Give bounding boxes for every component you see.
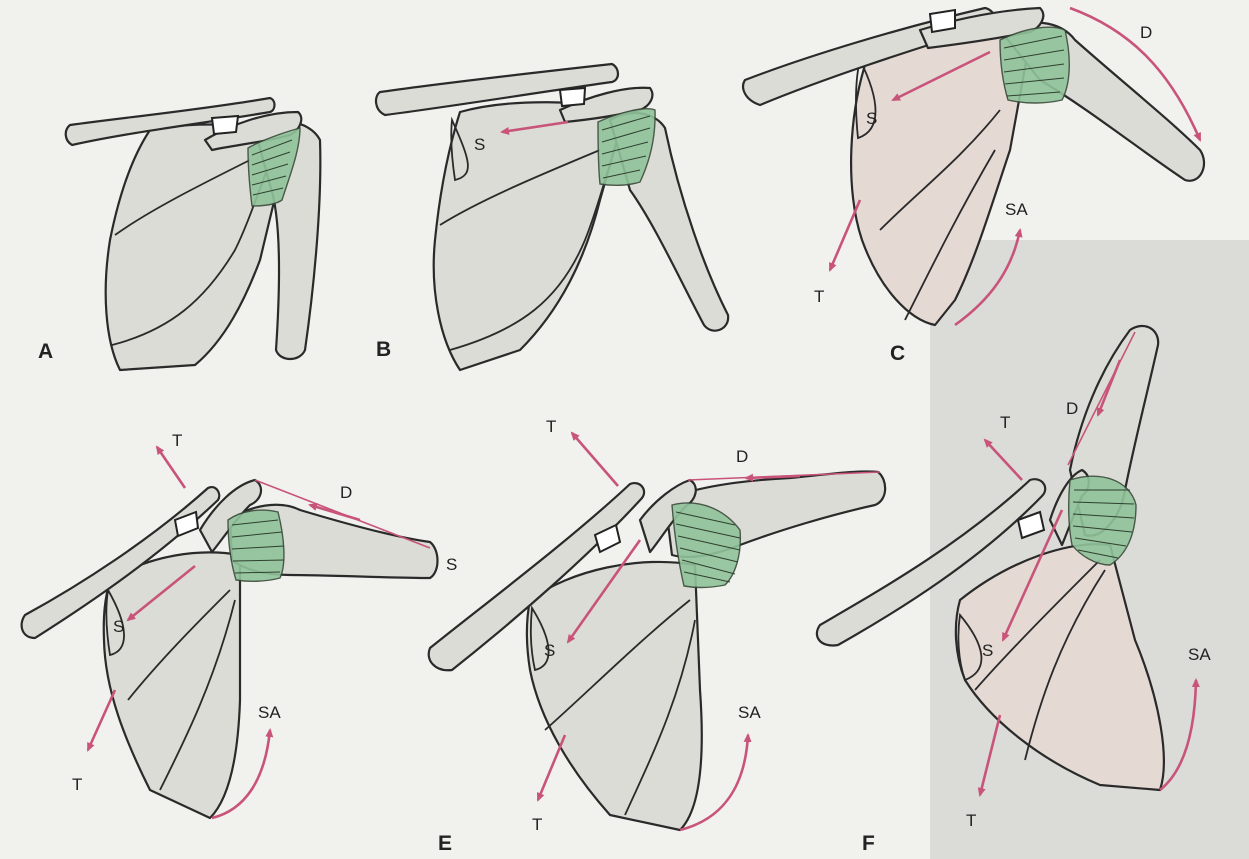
label-s: S	[866, 109, 877, 128]
coracoacromial-ligament	[560, 88, 585, 106]
scapula	[104, 552, 240, 818]
label-sa: SA	[1005, 200, 1028, 219]
label-t-top: T	[546, 417, 556, 436]
label-s: S	[982, 641, 993, 660]
panel-letter-a: A	[38, 340, 53, 363]
coracoacromial-ligament	[212, 116, 238, 134]
panel-letter-e: E	[438, 832, 452, 855]
panel-letter-c: C	[890, 342, 905, 365]
label-s: S	[544, 641, 555, 660]
label-sa: SA	[1188, 645, 1211, 664]
label-sa: SA	[738, 703, 761, 722]
label-t-top: T	[172, 431, 182, 450]
panel-letter-f: F	[862, 832, 875, 855]
label-s-tip: S	[446, 555, 457, 574]
label-d: D	[736, 447, 748, 466]
label-d: D	[1066, 399, 1078, 418]
label-s: S	[113, 617, 124, 636]
label-t-top: T	[1000, 413, 1010, 432]
label-t: T	[72, 775, 82, 794]
label-s: S	[474, 135, 485, 154]
label-d: D	[1140, 23, 1152, 42]
panel-d: T D S S SA T	[22, 431, 458, 818]
label-t: T	[814, 287, 824, 306]
label-d: D	[340, 483, 352, 502]
panel-b: S B	[376, 64, 728, 370]
label-sa: SA	[258, 703, 281, 722]
panel-letter-b: B	[376, 338, 391, 361]
panel-a: A	[38, 98, 320, 370]
label-t: T	[532, 815, 542, 834]
label-t: T	[966, 811, 976, 830]
coracoacromial-ligament	[930, 10, 955, 32]
